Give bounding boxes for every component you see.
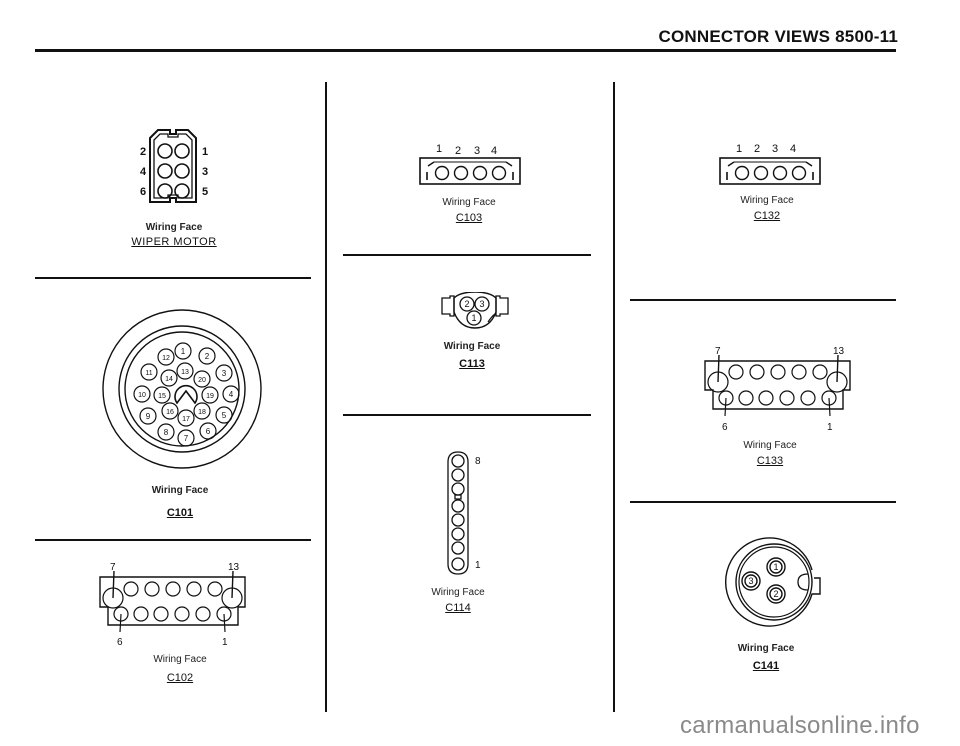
c102-connector-icon: 7 13 6 1 (99, 562, 246, 648)
svg-text:1: 1 (471, 313, 476, 323)
svg-text:6: 6 (722, 422, 728, 433)
svg-text:4: 4 (140, 166, 147, 178)
svg-text:13: 13 (228, 562, 240, 573)
section-rule (35, 277, 311, 279)
connector-name: C102 (166, 672, 194, 684)
svg-text:1: 1 (202, 146, 208, 158)
page-title: CONNECTOR VIEWS 8500-11 (658, 27, 898, 46)
svg-text:8: 8 (164, 428, 169, 437)
connector-name: WIPER MOTOR (131, 236, 217, 248)
wiring-face-label: Wiring Face (443, 341, 501, 352)
c101-connector-icon: 1 2 3 4 5 6 7 8 9 10 11 12 13 14 15 16 1… (102, 309, 262, 469)
wiring-face-label: Wiring Face (153, 654, 207, 665)
svg-text:3: 3 (222, 369, 227, 378)
svg-text:14: 14 (165, 376, 173, 383)
svg-text:6: 6 (206, 427, 211, 436)
column-divider-right (613, 82, 615, 712)
wiring-face-label: Wiring Face (145, 222, 203, 233)
svg-text:4: 4 (491, 145, 497, 157)
wiper-motor-connector-icon: 2 1 4 3 6 5 (140, 129, 208, 203)
c114-connector-icon: 8 1 (447, 451, 481, 575)
svg-text:7: 7 (110, 562, 116, 573)
svg-text:15: 15 (158, 393, 166, 400)
connector-name: C103 (455, 212, 483, 224)
svg-text:3: 3 (748, 576, 753, 586)
section-rule (630, 299, 896, 301)
svg-text:2: 2 (205, 352, 210, 361)
svg-text:2: 2 (455, 145, 461, 157)
svg-text:19: 19 (206, 393, 214, 400)
c132-connector-icon: 1 2 3 4 (719, 143, 821, 185)
svg-text:13: 13 (181, 369, 189, 376)
column-divider-left (325, 82, 327, 712)
watermark: carmanualsonline.info (680, 712, 920, 739)
section-rule (343, 414, 591, 416)
svg-text:18: 18 (198, 409, 206, 416)
svg-text:12: 12 (162, 355, 170, 362)
svg-text:13: 13 (833, 346, 845, 357)
section-rule (630, 501, 896, 503)
svg-text:9: 9 (146, 412, 151, 421)
svg-text:2: 2 (754, 143, 760, 155)
svg-text:3: 3 (479, 299, 484, 309)
svg-text:7: 7 (184, 434, 189, 443)
svg-text:5: 5 (222, 411, 227, 420)
svg-text:5: 5 (202, 186, 208, 198)
connector-name: C113 (459, 358, 485, 370)
section-rule (35, 539, 311, 541)
svg-text:1: 1 (827, 422, 833, 433)
connector-name: C132 (753, 210, 781, 222)
wiring-face-label: Wiring Face (743, 440, 797, 451)
wiring-face-label: Wiring Face (740, 195, 794, 206)
connector-name: C141 (752, 660, 780, 672)
header-rule (35, 49, 896, 52)
c113-connector-icon: 2 3 1 (441, 292, 509, 329)
connector-name: C114 (445, 602, 471, 614)
svg-text:6: 6 (117, 637, 123, 648)
svg-text:1: 1 (773, 562, 778, 572)
svg-text:7: 7 (715, 346, 721, 357)
svg-text:4: 4 (229, 390, 234, 399)
wiring-face-label: Wiring Face (431, 587, 485, 598)
svg-text:4: 4 (790, 143, 796, 155)
svg-text:10: 10 (138, 392, 146, 399)
svg-text:20: 20 (198, 377, 206, 384)
svg-text:2: 2 (464, 299, 469, 309)
svg-text:3: 3 (202, 166, 208, 178)
section-rule (343, 254, 591, 256)
wiring-face-label: Wiring Face (442, 197, 496, 208)
svg-text:16: 16 (166, 409, 174, 416)
svg-text:3: 3 (474, 145, 480, 157)
svg-text:11: 11 (145, 370, 152, 377)
svg-text:1: 1 (736, 143, 742, 155)
c103-connector-icon: 1 2 3 4 (419, 143, 521, 185)
svg-text:17: 17 (182, 416, 190, 423)
wiring-face-label: Wiring Face (151, 485, 209, 496)
wiring-face-label: Wiring Face (737, 643, 795, 654)
c133-connector-icon: 7 13 6 1 (704, 346, 851, 433)
connector-name: C133 (756, 455, 784, 467)
svg-text:1: 1 (475, 560, 481, 571)
svg-text:2: 2 (140, 146, 146, 158)
svg-text:1: 1 (181, 347, 186, 356)
svg-text:6: 6 (140, 186, 146, 198)
svg-text:3: 3 (772, 143, 778, 155)
c141-connector-icon: 1 2 3 (724, 537, 821, 627)
connector-name: C101 (166, 507, 194, 519)
svg-text:1: 1 (436, 143, 442, 155)
svg-text:1: 1 (222, 637, 228, 648)
svg-text:8: 8 (475, 456, 481, 467)
svg-text:2: 2 (773, 589, 778, 599)
